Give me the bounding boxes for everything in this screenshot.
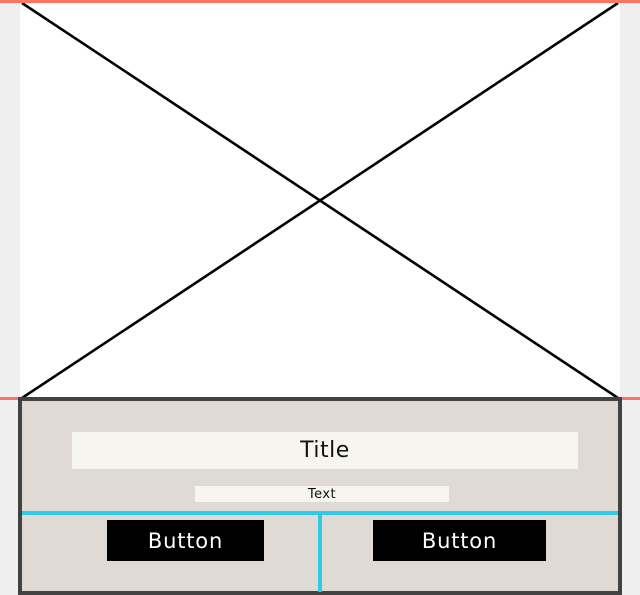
- left-button[interactable]: Button: [107, 520, 264, 561]
- image-placeholder-x-icon: [21, 3, 619, 398]
- vertical-divider: [318, 515, 322, 592]
- top-guide-line: [0, 0, 640, 3]
- card-title: Title: [72, 432, 578, 469]
- card-text: Text: [195, 486, 449, 502]
- image-placeholder: [20, 3, 620, 398]
- right-button[interactable]: Button: [373, 520, 546, 561]
- guide-line-left: [0, 397, 19, 400]
- horizontal-divider: [22, 511, 618, 515]
- guide-line-right: [622, 397, 640, 400]
